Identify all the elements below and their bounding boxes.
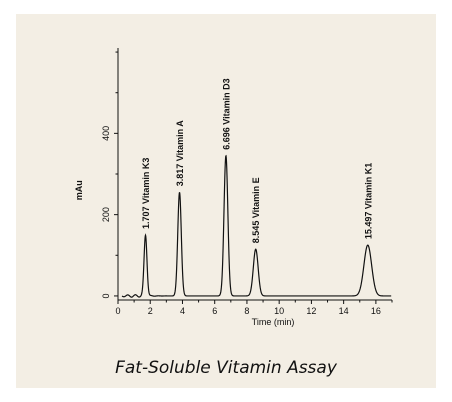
- x-tick-label: 6: [212, 306, 217, 316]
- x-tick-label: 14: [339, 306, 349, 316]
- peak-labels: 1.707 Vitamin K3 3.817 Vitamin A 6.696 Vit…: [141, 78, 373, 243]
- peak-label: 15.497 Vitamin K1: [363, 163, 373, 239]
- y-tick-label: 200: [101, 207, 111, 222]
- chromatogram-trace: [121, 154, 392, 298]
- x-ticks: 0 2 4 6 8 10 12 14 16: [115, 300, 393, 316]
- x-tick-label: 16: [371, 306, 381, 316]
- x-tick-label: 2: [148, 306, 153, 316]
- x-tick-label: 0: [115, 306, 120, 316]
- y-ticks: 0 200 400: [101, 51, 118, 298]
- y-tick-label: 0: [101, 293, 111, 298]
- x-tick-label: 8: [244, 306, 249, 316]
- chart-axes: [117, 48, 392, 301]
- y-axis-label: mAu: [74, 180, 84, 200]
- peak-label: 1.707 Vitamin K3: [141, 158, 151, 229]
- x-tick-label: 12: [306, 306, 316, 316]
- peak-label: 6.696 Vitamin D3: [221, 78, 231, 149]
- chart-caption: Fat-Soluble Vitamin Assay: [115, 358, 337, 378]
- x-axis-label: Time (min): [252, 317, 295, 327]
- peak-label: 3.817 Vitamin A: [175, 120, 185, 187]
- chart-panel: [16, 14, 436, 388]
- peak-label: 8.545 Vitamin E: [251, 177, 261, 243]
- y-tick-label: 400: [101, 126, 111, 141]
- x-tick-label: 10: [274, 306, 284, 316]
- x-tick-label: 4: [180, 306, 185, 316]
